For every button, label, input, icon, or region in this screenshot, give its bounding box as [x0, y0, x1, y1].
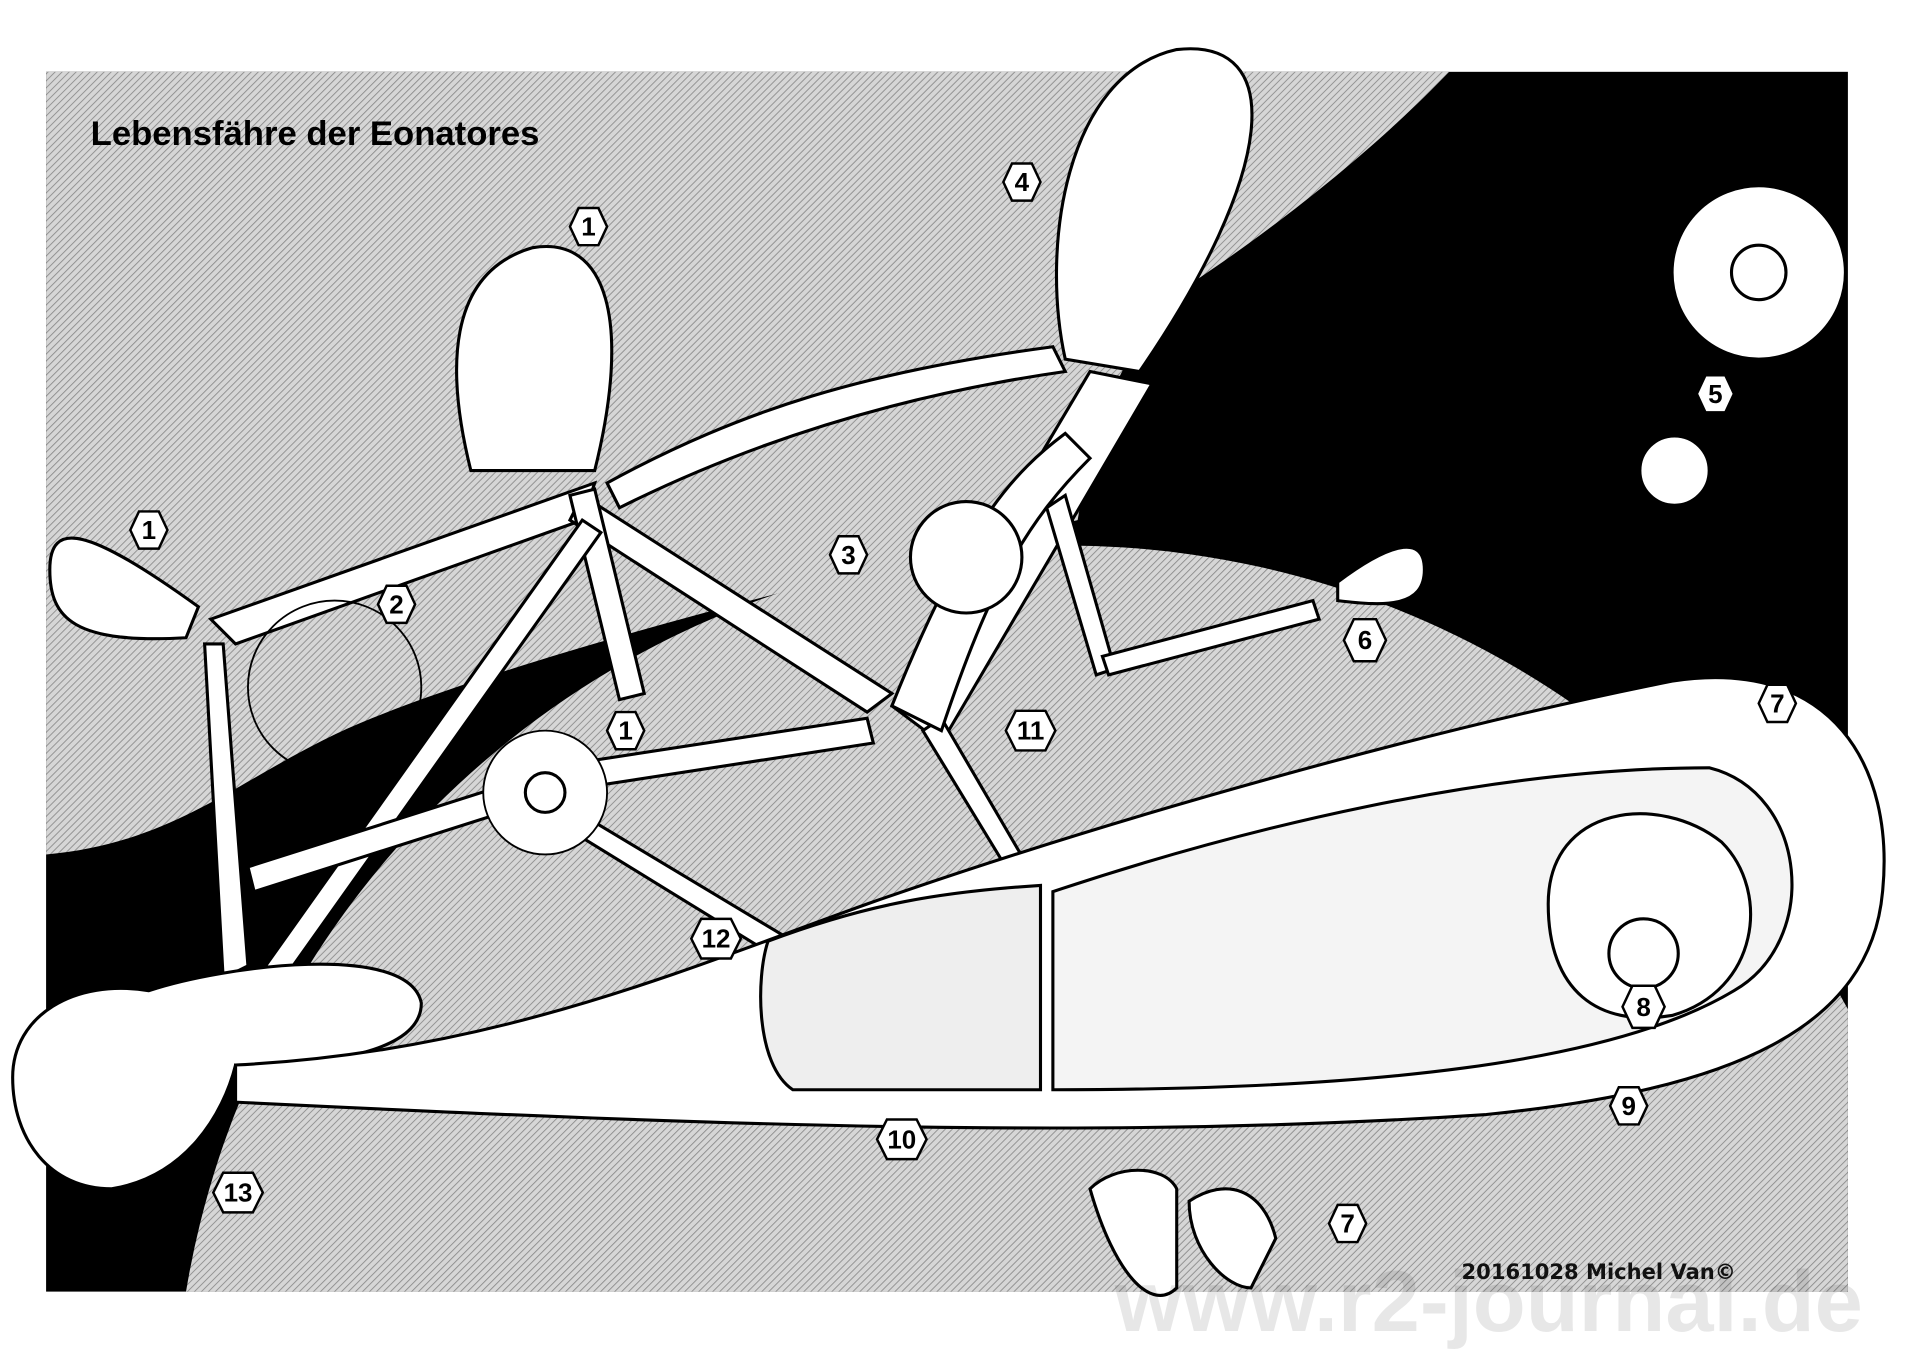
label-7-top: 7	[1757, 683, 1798, 724]
svg-text:1: 1	[142, 515, 156, 545]
label-3: 3	[828, 534, 869, 575]
svg-text:8: 8	[1636, 992, 1650, 1022]
svg-text:1: 1	[618, 716, 632, 746]
label-12: 12	[689, 917, 743, 960]
label-6: 6	[1342, 617, 1388, 663]
watermark: www.r2-journal.de	[1114, 1254, 1863, 1350]
svg-text:1: 1	[581, 212, 595, 242]
label-4: 4	[1001, 162, 1042, 202]
label-1-left: 1	[128, 510, 169, 550]
svg-text:13: 13	[224, 1178, 253, 1208]
pod-1-top	[455, 244, 614, 473]
svg-text:5: 5	[1708, 379, 1722, 409]
pod-13	[11, 962, 423, 1191]
svg-text:3: 3	[841, 540, 855, 570]
svg-text:12: 12	[702, 924, 731, 954]
label-7-bottom: 7	[1327, 1203, 1368, 1244]
core-sphere	[1546, 812, 1752, 1020]
svg-text:7: 7	[1340, 1208, 1354, 1238]
svg-text:4: 4	[1015, 167, 1030, 197]
label-11: 11	[1004, 709, 1057, 752]
credit-text: 20161028 Michel Van©	[1462, 1259, 1736, 1284]
pod-4	[1054, 47, 1254, 374]
core-chamber	[1607, 917, 1680, 990]
svg-text:9: 9	[1621, 1091, 1635, 1121]
label-1-top: 1	[568, 206, 609, 247]
label-2: 2	[376, 584, 417, 625]
label-1-hub: 1	[605, 710, 646, 751]
label-8: 8	[1621, 984, 1666, 1030]
ship-structure	[11, 47, 1886, 1297]
callout-labels: 1 1 1 2 3 4 5 6 7 7 8 9 10 11 12 13	[128, 162, 1798, 1244]
diagram-title: Lebensfähre der Eonatores	[91, 115, 540, 153]
label-5: 5	[1695, 373, 1736, 414]
svg-text:2: 2	[389, 589, 403, 619]
svg-text:11: 11	[1017, 716, 1045, 746]
svg-text:6: 6	[1358, 625, 1372, 655]
svg-text:10: 10	[887, 1124, 916, 1154]
svg-text:7: 7	[1770, 688, 1784, 718]
cluster-2	[247, 599, 423, 775]
pod-6	[1336, 545, 1426, 606]
label-10: 10	[875, 1118, 928, 1161]
pod-1-left	[48, 536, 201, 641]
label-13: 13	[211, 1171, 265, 1214]
label-9: 9	[1608, 1086, 1649, 1126]
